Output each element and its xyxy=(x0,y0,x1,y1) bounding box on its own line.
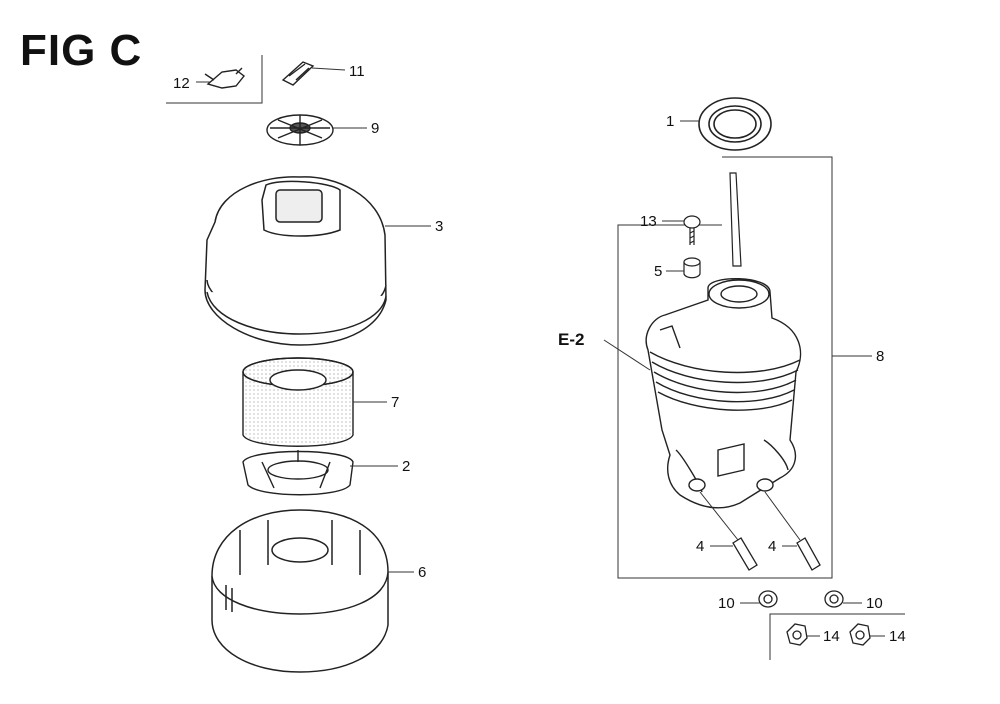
gasket-ring-part xyxy=(698,97,772,151)
main-body-part xyxy=(645,278,802,509)
callout-10-right: 10 xyxy=(866,595,883,612)
nut-part-right xyxy=(824,590,844,608)
pin-part-left xyxy=(732,537,758,571)
callout-14-left: 14 xyxy=(823,628,840,645)
figure-title: FIG C xyxy=(20,26,143,75)
callout-5: 5 xyxy=(654,263,663,280)
filter-element-part xyxy=(242,357,354,447)
callout-7: 7 xyxy=(391,394,400,411)
cover-part xyxy=(204,176,387,346)
callout-13: 13 xyxy=(640,213,657,230)
collar-part xyxy=(683,257,701,279)
pin-part-right xyxy=(796,537,821,571)
seal-plate-part xyxy=(242,450,354,496)
rod-part xyxy=(729,172,742,267)
callout-1: 1 xyxy=(666,113,675,130)
flange-nut-part-left xyxy=(786,623,808,646)
callout-10-left: 10 xyxy=(718,595,735,612)
callout-8: 8 xyxy=(876,348,885,365)
callout-2: 2 xyxy=(402,458,411,475)
base-part xyxy=(211,509,389,673)
nut-part-left xyxy=(758,590,778,608)
callout-4-left: 4 xyxy=(696,538,705,555)
group-bracket-right xyxy=(769,613,905,660)
callout-4-right: 4 xyxy=(768,538,777,555)
wing-nut-part xyxy=(204,67,245,89)
flange-nut-part-right xyxy=(849,623,871,646)
callout-9: 9 xyxy=(371,120,380,137)
bolt-part xyxy=(281,61,315,86)
leader-lines xyxy=(196,67,885,637)
group-bracket-left xyxy=(166,55,263,104)
callout-14-right: 14 xyxy=(889,628,906,645)
callout-6: 6 xyxy=(418,564,427,581)
assembly-bracket xyxy=(617,156,833,579)
disc-part xyxy=(266,114,334,146)
callout-12: 12 xyxy=(173,75,190,92)
callout-11: 11 xyxy=(349,63,365,80)
screw-part xyxy=(683,215,701,245)
callout-3: 3 xyxy=(435,218,444,235)
reference-label: E-2 xyxy=(558,330,585,349)
